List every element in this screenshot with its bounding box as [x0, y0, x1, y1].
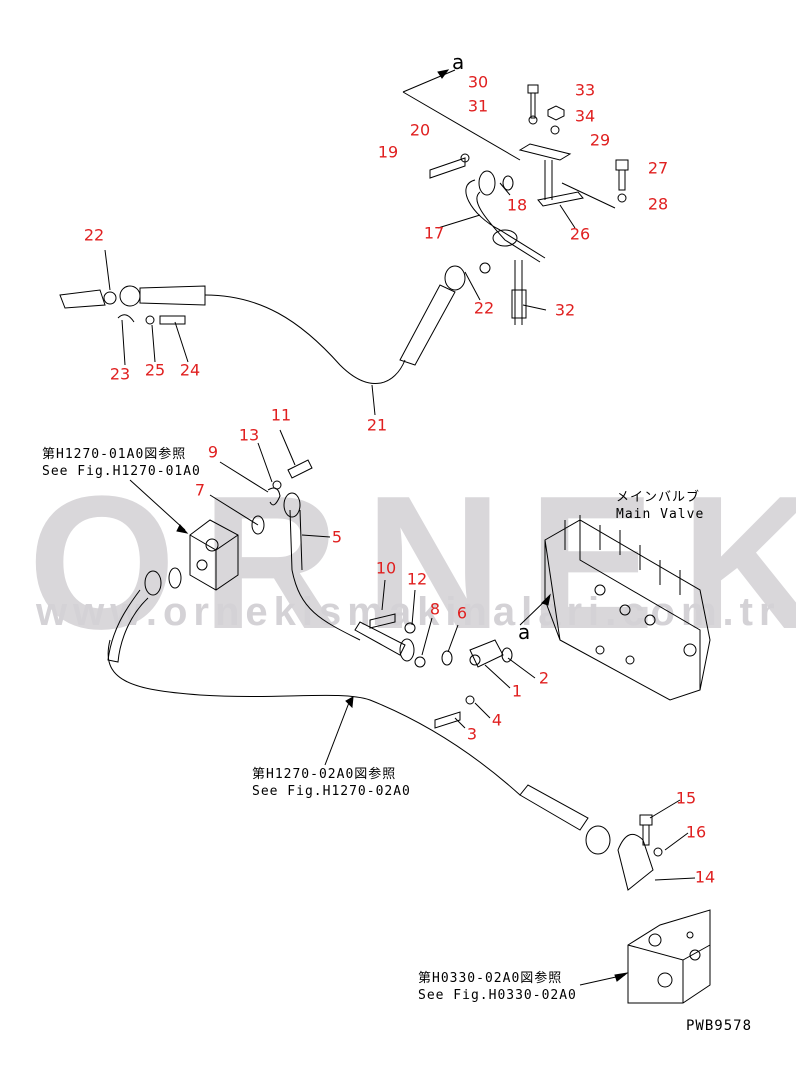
bolt-3: [434, 711, 461, 729]
callout-29: 29: [589, 130, 611, 150]
watermark-logo: ORNEK: [28, 457, 796, 669]
callout-31: 31: [467, 96, 489, 116]
bolt-15: [639, 814, 653, 846]
reference-h0330-02a0: 第H0330-02A0図参照 See Fig.H0330-02A0: [418, 970, 577, 1004]
callout-23: 23: [109, 364, 131, 384]
reference-jp: 第H0330-02A0図参照: [418, 971, 563, 986]
callout-26: 26: [569, 224, 591, 244]
callout-4: 4: [491, 710, 503, 730]
bolt-30: [527, 84, 539, 119]
nut-33: [547, 105, 565, 121]
callout-1: 1: [511, 681, 523, 701]
bolt-24: [159, 315, 186, 325]
hose-21: [204, 294, 406, 384]
tube-5: [289, 509, 361, 641]
callout-20: 20: [409, 120, 431, 140]
callout-14: 14: [694, 867, 716, 887]
elbow-14: [617, 833, 654, 891]
reference-jp: 第H1270-01A0図参照: [42, 447, 187, 462]
reference-jp: 第H1270-02A0図参照: [252, 767, 397, 782]
callout-22: 22: [83, 225, 105, 245]
flange-1: [469, 639, 504, 668]
reference-en: See Fig.H1270-02A0: [252, 784, 411, 799]
callout-2: 2: [538, 668, 550, 688]
callout-18: 18: [506, 195, 528, 215]
callout-33: 33: [574, 80, 596, 100]
arrow-label-a: a: [452, 50, 465, 74]
clamp-29: [518, 143, 572, 161]
callout-24: 24: [179, 360, 201, 380]
bolt-11: [287, 459, 313, 479]
reference-h1270-01a0: 第H1270-01A0図参照 See Fig.H1270-01A0: [42, 446, 201, 480]
bolt-19: [429, 157, 466, 179]
callout-11: 11: [270, 405, 292, 425]
callout-6: 6: [456, 603, 468, 623]
callout-3: 3: [466, 724, 478, 744]
clamp-23: [59, 289, 106, 309]
reference-h1270-02a0: 第H1270-02A0図参照 See Fig.H1270-02A0: [252, 766, 411, 800]
main-valve-label-en: Main Valve: [616, 507, 705, 522]
block: [189, 519, 239, 591]
callout-15: 15: [675, 788, 697, 808]
callout-17: 17: [423, 223, 445, 243]
clamp-26: [537, 191, 584, 207]
bolt-10: [369, 613, 396, 629]
main-valve-label-jp: メインバルブ: [616, 490, 701, 505]
hose-21-fitting-left: [139, 285, 206, 306]
callout-32: 32: [554, 300, 576, 320]
valve-block: [627, 909, 711, 1004]
callout-10: 10: [375, 558, 397, 578]
reference-en: See Fig.H0330-02A0: [418, 988, 577, 1003]
callout-30: 30: [467, 72, 489, 92]
callout-21: 21: [366, 415, 388, 435]
leader-lines: [104, 182, 696, 881]
main-valve-label: メインバルブ Main Valve: [616, 489, 704, 523]
main-valve: [544, 519, 711, 701]
callout-25: 25: [144, 360, 166, 380]
callout-34: 34: [574, 106, 596, 126]
callout-13: 13: [238, 425, 260, 445]
callout-12: 12: [406, 569, 428, 589]
hose-32: [511, 260, 527, 325]
tube-17: [465, 179, 546, 263]
callout-7: 7: [194, 480, 206, 500]
callout-27: 27: [647, 158, 669, 178]
reference-en: See Fig.H1270-01A0: [42, 464, 201, 479]
callout-19: 19: [377, 142, 399, 162]
callout-5: 5: [331, 527, 343, 547]
arrow-label-a: a: [518, 620, 531, 644]
hose-lower: [107, 639, 521, 796]
bolt-27: [615, 159, 629, 191]
callout-8: 8: [429, 599, 441, 619]
callout-22: 22: [473, 298, 495, 318]
callout-28: 28: [647, 194, 669, 214]
callout-16: 16: [685, 822, 707, 842]
callout-9: 9: [207, 442, 219, 462]
drawing-id: PWB9578: [686, 1018, 753, 1034]
hose-21-fitting-right: [399, 284, 456, 366]
